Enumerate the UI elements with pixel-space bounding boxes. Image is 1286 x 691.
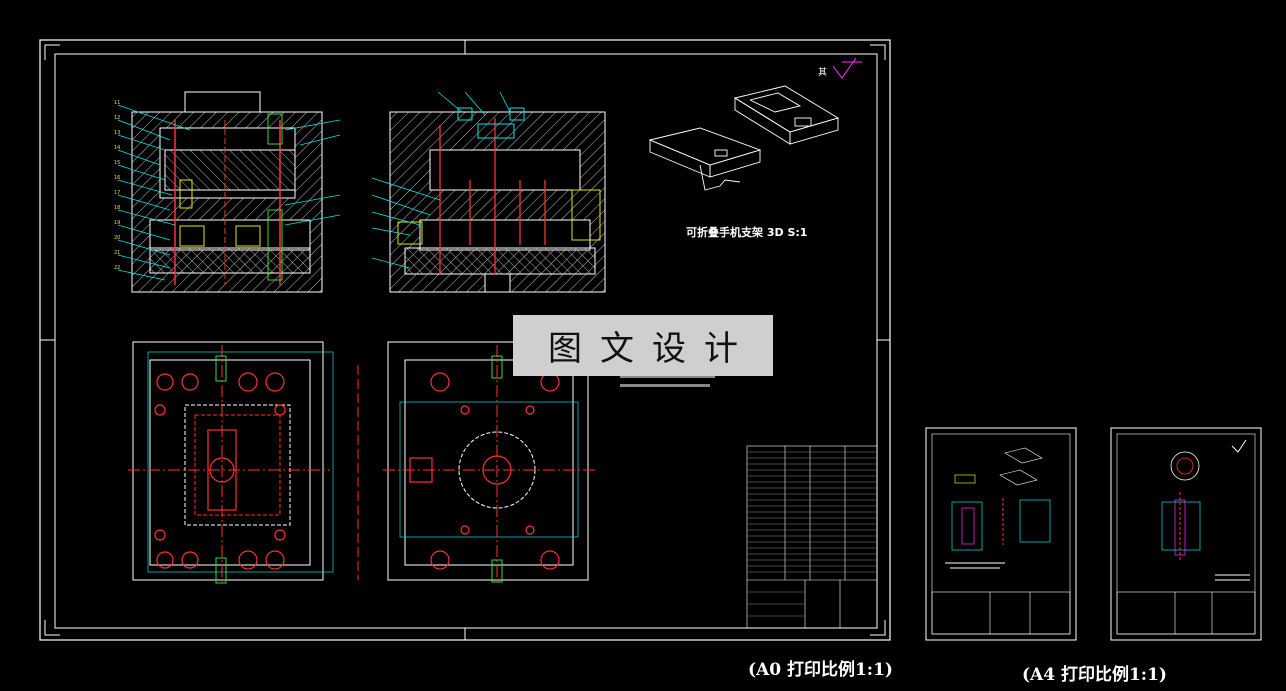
- svg-text:其: 其: [818, 67, 827, 78]
- svg-text:17: 17: [114, 190, 120, 196]
- mold-section-view-1: 11 12 13 14 15 16 17 18 19 20 21 22: [114, 91, 341, 293]
- svg-text:16: 16: [114, 175, 120, 181]
- mold-plan-view-1: [128, 341, 359, 584]
- a0-sheet-frame: [39, 39, 891, 641]
- svg-text:13: 13: [114, 130, 120, 136]
- svg-text:15: 15: [114, 160, 120, 166]
- svg-text:19: 19: [114, 220, 120, 226]
- svg-text:11: 11: [114, 100, 120, 106]
- a4-sheet-2: [1110, 427, 1262, 641]
- svg-text:20: 20: [114, 235, 120, 241]
- svg-text:12: 12: [114, 115, 120, 121]
- part-3d-isometric: [648, 85, 840, 191]
- mold-plan-view-2: [383, 341, 595, 583]
- svg-text:22: 22: [114, 265, 120, 271]
- svg-text:14: 14: [114, 145, 120, 151]
- label-3d-title: 可折叠手机支架 3D S:1: [686, 225, 807, 239]
- a0-bom-rows: [747, 451, 877, 617]
- a0-title-block: [746, 445, 878, 629]
- technical-notes: [620, 375, 715, 387]
- a4-sheet-1: [925, 427, 1077, 641]
- mold-section-view-2: [371, 91, 606, 293]
- caption-a0-print-scale: (A0 打印比例1:1): [748, 660, 893, 680]
- watermark-label: 图文设计: [513, 315, 773, 376]
- caption-a4-print-scale: (A4 打印比例1:1): [1022, 665, 1167, 685]
- roughness-symbol: 其: [818, 57, 862, 79]
- svg-text:18: 18: [114, 205, 120, 211]
- svg-text:21: 21: [114, 250, 120, 256]
